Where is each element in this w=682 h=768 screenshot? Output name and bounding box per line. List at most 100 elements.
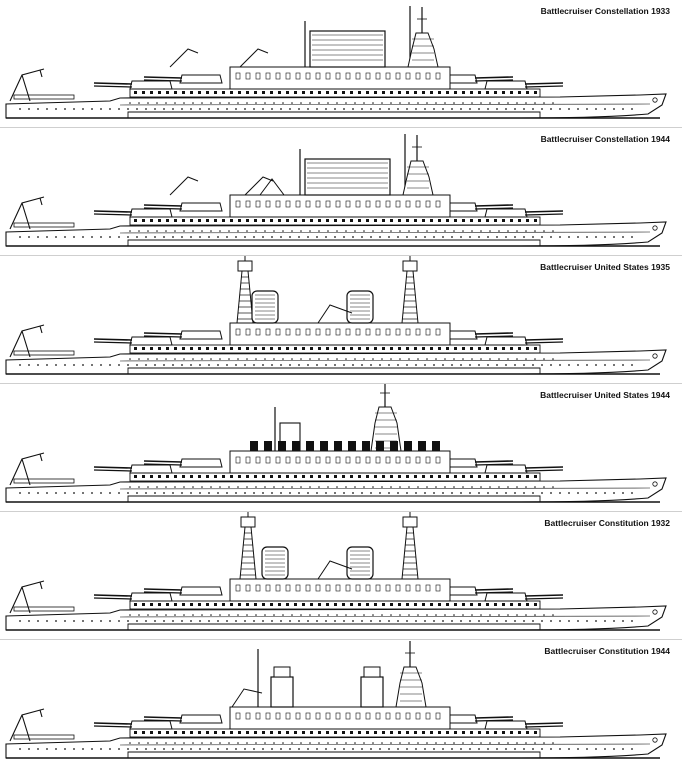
porthole: [550, 748, 552, 750]
porthole: [246, 742, 248, 744]
deck-line: [119, 743, 651, 746]
porthole: [37, 364, 39, 366]
porthole: [361, 364, 363, 366]
porthole: [289, 748, 291, 750]
porthole: [91, 364, 93, 366]
aa-mount: [404, 441, 412, 451]
scuttle: [438, 731, 441, 734]
porthole: [19, 364, 21, 366]
secondary-mount: [335, 200, 341, 208]
scuttle: [398, 347, 401, 350]
porthole: [541, 748, 543, 750]
porthole: [19, 108, 21, 110]
secondary-mount: [415, 200, 421, 208]
porthole: [273, 358, 275, 360]
secondary-mount: [315, 328, 321, 336]
scuttle: [166, 731, 169, 734]
scuttle: [254, 91, 257, 94]
porthole: [244, 492, 246, 494]
porthole: [163, 364, 165, 366]
porthole: [417, 358, 419, 360]
scuttle: [454, 731, 457, 734]
porthole: [390, 230, 392, 232]
porthole: [345, 230, 347, 232]
scuttle: [446, 91, 449, 94]
secondary-mount: [235, 200, 241, 208]
porthole: [147, 102, 149, 104]
porthole: [372, 358, 374, 360]
porthole: [487, 492, 489, 494]
secondary-mount: [275, 200, 281, 208]
porthole: [525, 614, 527, 616]
porthole: [325, 108, 327, 110]
anchor-hawse: [652, 353, 658, 359]
boat-crane: [169, 48, 199, 68]
scuttle: [334, 347, 337, 350]
porthole: [208, 620, 210, 622]
porthole: [19, 492, 21, 494]
scuttle: [286, 91, 289, 94]
porthole: [228, 358, 230, 360]
secondary-mount: [415, 584, 421, 592]
scuttle: [246, 475, 249, 478]
porthole: [307, 108, 309, 110]
porthole: [138, 358, 140, 360]
porthole: [210, 358, 212, 360]
porthole: [550, 236, 552, 238]
porthole: [525, 486, 527, 488]
porthole: [397, 108, 399, 110]
porthole: [325, 620, 327, 622]
scuttle: [438, 475, 441, 478]
porthole: [586, 236, 588, 238]
scuttle: [254, 731, 257, 734]
scuttle: [214, 91, 217, 94]
porthole: [154, 620, 156, 622]
porthole: [516, 486, 518, 488]
scuttle: [462, 603, 465, 606]
scuttle: [486, 91, 489, 94]
scuttle: [238, 603, 241, 606]
porthole: [460, 748, 462, 750]
scuttle: [278, 91, 281, 94]
porthole: [550, 364, 552, 366]
porthole: [381, 102, 383, 104]
porthole: [534, 102, 536, 104]
porthole: [181, 364, 183, 366]
scuttle: [342, 475, 345, 478]
porthole: [129, 486, 131, 488]
panel-divider: [0, 639, 682, 640]
porthole: [622, 364, 624, 366]
porthole: [183, 230, 185, 232]
porthole: [237, 102, 239, 104]
secondary-mount: [265, 584, 271, 592]
gun-barrel: [93, 82, 133, 85]
porthole: [226, 364, 228, 366]
porthole: [156, 486, 158, 488]
porthole: [352, 620, 354, 622]
deck-line: [119, 487, 651, 490]
gun-barrel: [143, 207, 183, 210]
porthole: [460, 492, 462, 494]
porthole: [552, 486, 554, 488]
boat-crane: [317, 560, 353, 580]
porthole: [417, 486, 419, 488]
porthole: [174, 614, 176, 616]
porthole: [291, 230, 293, 232]
porthole: [345, 102, 347, 104]
scuttle: [438, 91, 441, 94]
porthole: [408, 358, 410, 360]
porthole: [307, 492, 309, 494]
porthole: [604, 492, 606, 494]
scuttle: [174, 91, 177, 94]
secondary-mount: [355, 72, 361, 80]
porthole: [172, 620, 174, 622]
scuttle: [310, 731, 313, 734]
porthole: [408, 102, 410, 104]
porthole: [192, 742, 194, 744]
stern-crane: [9, 196, 45, 230]
porthole: [523, 748, 525, 750]
porthole: [453, 614, 455, 616]
porthole: [595, 748, 597, 750]
scuttle: [438, 603, 441, 606]
scuttle: [278, 347, 281, 350]
